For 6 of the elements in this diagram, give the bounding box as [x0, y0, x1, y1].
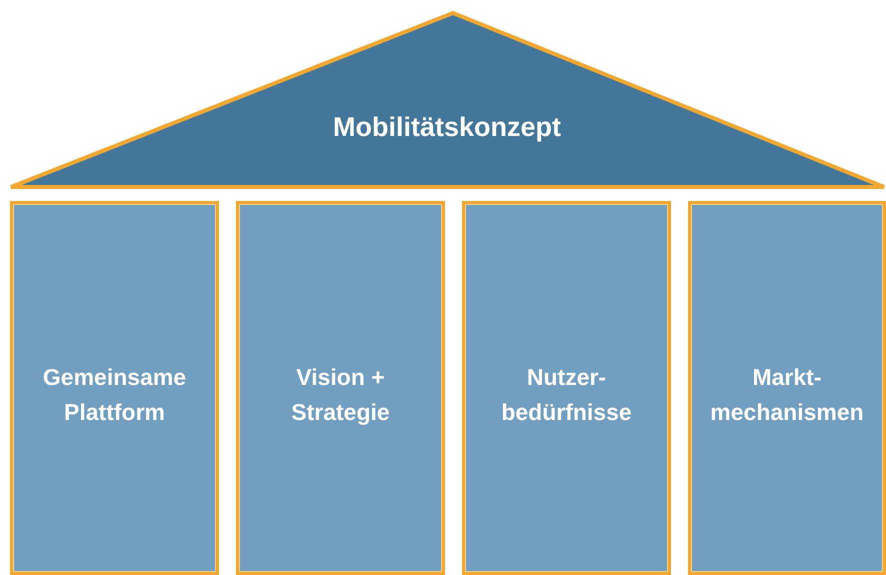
pillar: Nutzer- bedürfnisse — [462, 201, 671, 575]
pillar: Gemeinsame Plattform — [10, 201, 219, 575]
pillar: Vision + Strategie — [236, 201, 445, 575]
pillar: Markt- mechanismen — [688, 201, 886, 575]
roof-title: Mobilitätskonzept — [332, 111, 562, 144]
roof-triangle — [8, 10, 886, 190]
